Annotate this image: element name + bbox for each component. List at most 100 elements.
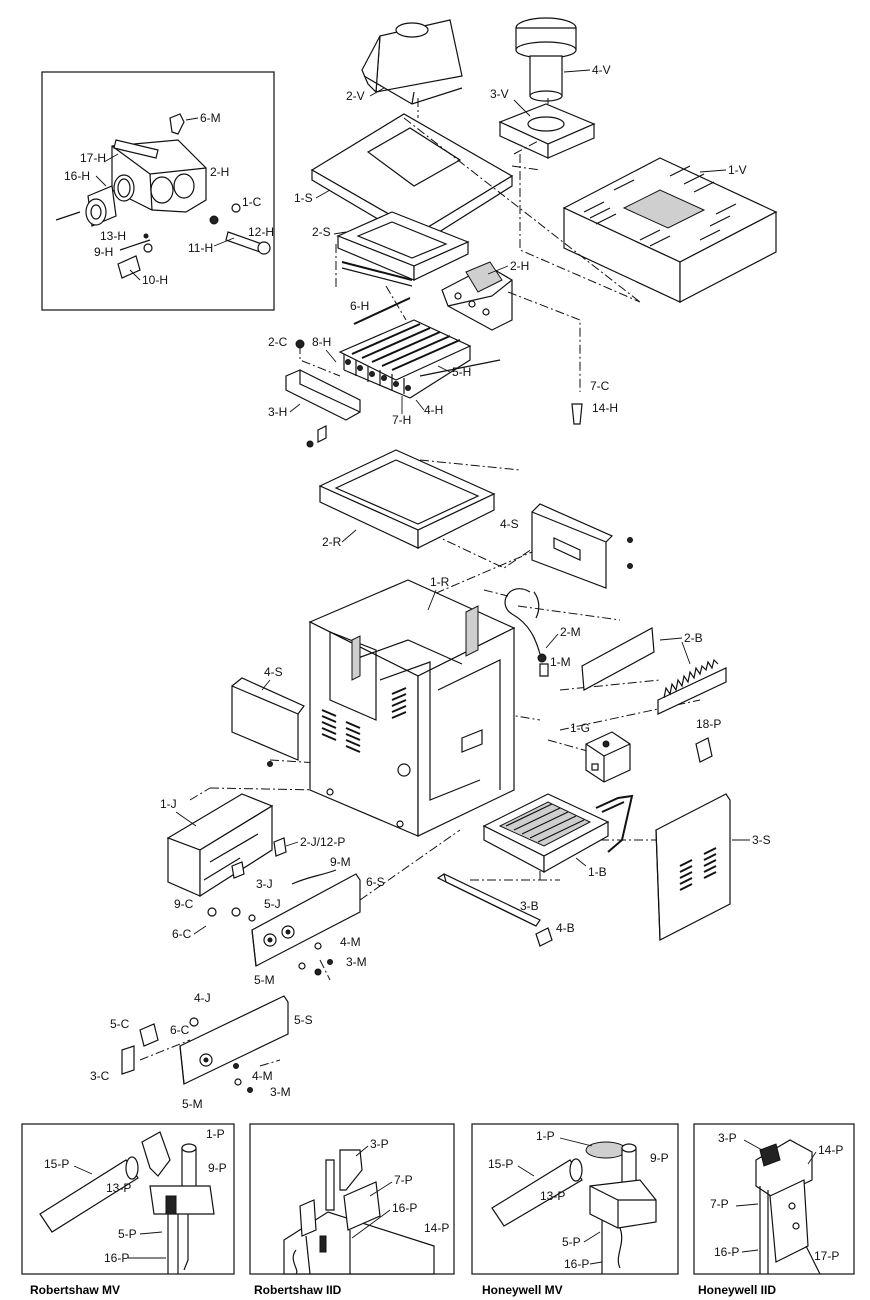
callout-16-H: 16-H <box>64 169 90 183</box>
callout-3-J: 3-J <box>256 877 273 891</box>
burner-tray-1-B: 1-B <box>482 793 634 879</box>
pilot4-16-P: 16-P <box>714 1245 739 1259</box>
callout-6-C-1: 6-C <box>172 927 192 941</box>
header-detail-inset: 6-M 17-H 16-H 2-H 1-C 12-H 13-H 11-H 9-H… <box>41 71 275 311</box>
pilot4-3-P: 3-P <box>718 1131 737 1145</box>
callout-6-S: 6-S <box>366 875 385 889</box>
callout-2-H-inset: 2-H <box>210 165 229 179</box>
baffle-2-B: 2-B <box>581 627 727 715</box>
callout-3-H: 3-H <box>268 405 287 419</box>
callout-12-H: 12-H <box>248 225 274 239</box>
pilot2-caption: Robertshaw IID <box>254 1283 342 1297</box>
pilot3-16-P: 16-P <box>564 1257 589 1271</box>
callout-14-H: 14-H <box>592 401 618 415</box>
rail-3-B: 3-B 4-B <box>436 873 575 947</box>
pilot1-caption: Robertshaw MV <box>30 1283 120 1297</box>
callout-3-M-2: 3-M <box>270 1085 291 1099</box>
pilot3-15-P: 15-P <box>488 1157 513 1171</box>
callout-1-C: 1-C <box>242 195 262 209</box>
callout-3-M-1: 3-M <box>346 955 367 969</box>
pilot3-caption: Honeywell MV <box>482 1283 563 1297</box>
side-panel-4-S-left: 4-S <box>231 665 305 767</box>
side-panel-4-S-right: 4-S <box>500 503 633 589</box>
callout-2-J-12-P: 2-J/12-P <box>300 835 345 849</box>
pilot1-13-P: 13-P <box>106 1181 131 1195</box>
callout-1-B: 1-B <box>588 865 607 879</box>
tray-2-R: 2-R <box>318 449 496 549</box>
pilot3-1-P: 1-P <box>536 1129 555 1143</box>
callout-4-B: 4-B <box>556 921 575 935</box>
callout-5-S: 5-S <box>294 1013 313 1027</box>
callout-2-H: 2-H <box>510 259 529 273</box>
pilot4-14-P: 14-P <box>818 1143 843 1157</box>
callout-2-V: 2-V <box>346 89 365 103</box>
pilot1-5-P: 5-P <box>118 1227 137 1241</box>
front-panel-6-S: 6-S 9-C 5-J 6-C 4-M 5-M 3-M <box>172 873 385 987</box>
callout-5-C: 5-C <box>110 1017 130 1031</box>
cabinet-1-R: 1-R <box>308 575 516 837</box>
pilot3-13-P: 13-P <box>540 1189 565 1203</box>
pilot3-5-P: 5-P <box>562 1235 581 1249</box>
pilot-honeywell-mv: Honeywell MV 1-P 15-P 9-P 13-P 5-P 16-P <box>471 1123 679 1297</box>
callout-3-B: 3-B <box>520 899 539 913</box>
control-box-1-J: 1-J 2-J/12-P 3-J 9-M <box>160 793 351 898</box>
pilot4-17-P: 17-P <box>814 1249 839 1263</box>
pilot1-15-P: 15-P <box>44 1157 69 1171</box>
callout-1-J: 1-J <box>160 797 177 811</box>
callout-2-S: 2-S <box>312 225 331 239</box>
callout-1-V: 1-V <box>728 163 747 177</box>
front-panel-5-S: 4-J 5-S 5-C 6-C 3-C 4-M 3-M 5-M <box>90 991 313 1111</box>
pilot-honeywell-iid: Honeywell IID 3-P 14-P 7-P 16-P 17-P <box>693 1123 855 1297</box>
callout-2-B: 2-B <box>684 631 703 645</box>
pilot4-7-P: 7-P <box>710 1197 729 1211</box>
gas-valve-1-G: 1-G 18-P <box>570 717 721 783</box>
top-assembly: 1-S 2-S <box>294 113 514 287</box>
callout-6-C-2: 6-C <box>170 1023 190 1037</box>
callout-9-C: 9-C <box>174 897 194 911</box>
pilot4-caption: Honeywell IID <box>698 1283 776 1297</box>
callout-6-M: 6-M <box>200 111 221 125</box>
callout-3-S: 3-S <box>752 833 771 847</box>
callout-18-P: 18-P <box>696 717 721 731</box>
callout-3-V: 3-V <box>490 87 509 101</box>
callout-4-M-1: 4-M <box>340 935 361 949</box>
callout-13-H: 13-H <box>100 229 126 243</box>
callout-1-R: 1-R <box>430 575 450 589</box>
pilot-robertshaw-iid: Robertshaw IID 3-P 7-P 16-P 14-P <box>249 1123 455 1297</box>
callout-11-H: 11-H <box>188 241 213 255</box>
callout-5-J: 5-J <box>264 897 281 911</box>
pilot-robertshaw-mv: Robertshaw MV 1-P 15-P 9-P 13-P 5-P 16-P <box>21 1123 235 1297</box>
callout-7-H: 7-H <box>392 413 411 427</box>
callout-8-H: 8-H <box>312 335 331 349</box>
callout-9-H: 9-H <box>94 245 113 259</box>
callout-2-C: 2-C <box>268 335 288 349</box>
callout-10-H: 10-H <box>142 273 168 287</box>
callout-5-H: 5-H <box>452 365 471 379</box>
callout-4-V: 4-V <box>592 63 611 77</box>
callout-1-M: 1-M <box>550 655 571 669</box>
callout-5-M-2: 5-M <box>182 1097 203 1111</box>
pilot2-16-P: 16-P <box>392 1201 417 1215</box>
callout-4-S-left: 4-S <box>264 665 283 679</box>
side-panel-3-S: 3-S <box>655 793 771 941</box>
pilot2-7-P: 7-P <box>394 1173 413 1187</box>
callout-17-H: 17-H <box>80 151 106 165</box>
callout-4-M-2: 4-M <box>252 1069 273 1083</box>
callout-2-R: 2-R <box>322 535 342 549</box>
callout-4-H: 4-H <box>424 403 443 417</box>
pilot2-14-P: 14-P <box>424 1221 449 1235</box>
callout-4-S-right: 4-S <box>500 517 519 531</box>
vent-assembly: 2-V 4-V 3-V 1-V <box>346 17 778 303</box>
pilot3-9-P: 9-P <box>650 1151 669 1165</box>
callout-4-J: 4-J <box>194 991 211 1005</box>
callout-9-M: 9-M <box>330 855 351 869</box>
callout-2-M: 2-M <box>560 625 581 639</box>
callout-3-C: 3-C <box>90 1069 110 1083</box>
callout-5-M: 5-M <box>254 973 275 987</box>
pilot1-16-P: 16-P <box>104 1251 129 1265</box>
pilot2-3-P: 3-P <box>370 1137 389 1151</box>
callout-1-S: 1-S <box>294 191 313 205</box>
callout-7-C: 7-C <box>590 379 610 393</box>
wiring-harness: 2-M 1-M <box>504 588 581 677</box>
